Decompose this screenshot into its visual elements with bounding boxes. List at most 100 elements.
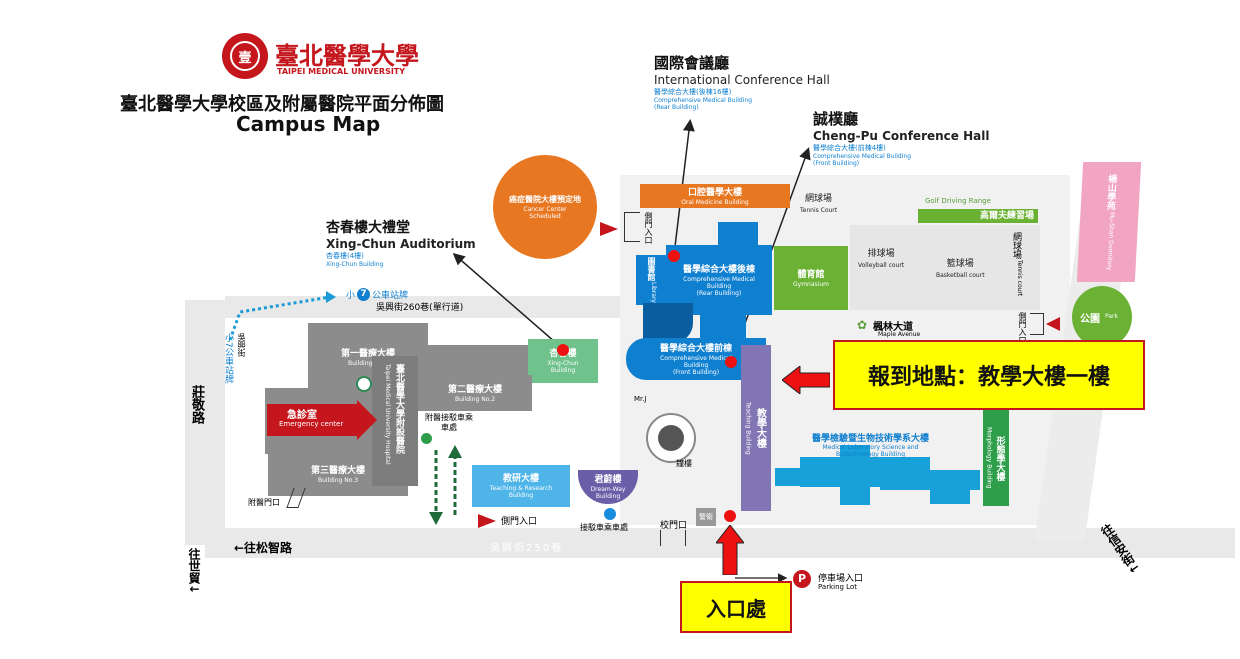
building-no2-zh: 第二醫療大樓 bbox=[447, 384, 502, 395]
hospital-name-en: Taipei Medical University Hospital bbox=[384, 364, 391, 465]
rear-building-en3: (Rear Building) bbox=[696, 289, 742, 297]
side-gate-right-label: 側門入口 bbox=[1018, 312, 1027, 344]
wuxing-250-label: 吳興街250巷 bbox=[490, 543, 564, 554]
xingchun-auditorium-sub-zh: 杏春樓(4樓) bbox=[326, 252, 364, 260]
biotech-building-wing3 bbox=[930, 488, 970, 504]
shuttle-route-arrow-down-icon bbox=[429, 512, 443, 525]
road-top-left bbox=[225, 296, 625, 318]
emergency-center: 急診室 Emergency center bbox=[267, 400, 397, 440]
courts-area bbox=[850, 225, 1040, 310]
bus-stop-left-label: 小7公車站牌 bbox=[223, 333, 233, 384]
international-hall-en: International Conference Hall bbox=[654, 73, 830, 87]
report-location-text: 報到地點：教學大樓一樓 bbox=[867, 364, 1110, 390]
biotech-en2: Biotechnology Building bbox=[835, 451, 906, 458]
bus-7-badge-icon: 7 bbox=[357, 288, 371, 301]
bottom-side-gate-label: 側門入口 bbox=[501, 517, 538, 527]
morphology-zh: 形態學大樓 bbox=[994, 435, 1005, 481]
school-gate-icon bbox=[660, 530, 686, 546]
volleyball-court-label: 排球場 Volleyball court bbox=[858, 248, 904, 272]
seven-eleven-icon: 小 bbox=[346, 291, 356, 301]
guard-booth: 警衛 bbox=[696, 508, 716, 526]
dormitory-en: Mu-Shan Dormitory bbox=[1105, 211, 1116, 271]
tennis-court-right-label: 網球場 Tennis court bbox=[1010, 232, 1023, 296]
bus-stop-top-label: 公車站牌 bbox=[372, 291, 409, 301]
emergency-zh: 急診室 bbox=[287, 410, 317, 421]
teaching-building: 教學大樓 Teaching Building bbox=[741, 345, 771, 511]
golf-driving-range: 高爾夫練習場 bbox=[918, 209, 1038, 223]
volleyball-zh: 排球場 bbox=[867, 249, 895, 259]
bus-route-arrow-icon bbox=[326, 291, 336, 303]
building-no1-en: Building No.1 bbox=[347, 359, 389, 367]
dreamway-en1: Dream-Way bbox=[590, 486, 626, 493]
basketball-court-label: 籃球場 Basketball court bbox=[936, 258, 985, 282]
park-en: Park bbox=[1105, 313, 1118, 320]
library-building: 圖書館 Library bbox=[636, 255, 666, 305]
parking-icon: P bbox=[793, 570, 811, 588]
bus-stop-top: 小 7 公車站牌 bbox=[346, 288, 408, 301]
biotech-label: 醫學檢驗暨生物技術學系大樓 Medical Laboratory Science… bbox=[812, 431, 929, 458]
teaching-research-building: 教研大樓 Teaching & Research Building bbox=[472, 465, 570, 507]
gym-en: Gymnasium bbox=[793, 280, 829, 288]
cancer-center-zh: 癌症醫院大樓預定地 bbox=[509, 195, 581, 204]
tennis-court-zh: 網球場 bbox=[805, 194, 833, 204]
dreamway-en2: Building bbox=[595, 493, 621, 500]
cancer-center-en1: Cancer Center bbox=[523, 206, 567, 213]
international-hall-sub-en1: Comprehensive Medical Building bbox=[654, 97, 753, 104]
maple-leaf-icon: ✿ bbox=[857, 318, 868, 332]
emergency-en: Emergency center bbox=[279, 420, 344, 428]
oral-medicine-en: Oral Medicine Building bbox=[681, 198, 749, 206]
building-no2: 第二醫療大樓 Building No.2 bbox=[418, 375, 532, 411]
teaching-building-en: Teaching Building bbox=[744, 401, 752, 455]
library-zh: 圖書館 bbox=[647, 257, 656, 281]
bottom-side-gate-arrow-icon bbox=[478, 514, 496, 528]
chengpu-hall-sub-en2: (Front Building) bbox=[813, 160, 860, 167]
biotech-zh: 醫學檢驗暨生物技術學系大樓 bbox=[812, 434, 930, 444]
oral-medicine-zh: 口腔醫學大樓 bbox=[687, 187, 742, 198]
page-title-en: Campus Map bbox=[236, 112, 381, 136]
teaching-research-en2: Building bbox=[508, 492, 534, 499]
songzhi-road-label: ←往松智路 bbox=[234, 541, 293, 555]
cancer-center-en2: Scheduled bbox=[529, 213, 561, 220]
tennis2-zh: 網球場 bbox=[1011, 232, 1021, 259]
basketball-zh: 籃球場 bbox=[946, 259, 974, 269]
maple-avenue-en: Maple Avenue bbox=[878, 331, 921, 338]
volleyball-en: Volleyball court bbox=[858, 262, 905, 269]
building-no3-en: Building No.3 bbox=[317, 476, 359, 484]
chengpu-hall-sub-en1: Comprehensive Medical Building bbox=[813, 153, 912, 160]
teaching-research-zh: 教研大樓 bbox=[502, 474, 539, 484]
park-area bbox=[1072, 286, 1132, 348]
front-building-en3: (Front Building) bbox=[672, 368, 720, 376]
report-location-callout: 報到地點：教學大樓一樓 bbox=[833, 340, 1145, 410]
building-no2-en: Building No.2 bbox=[454, 395, 496, 403]
dormitory-zh: 楊山學苑 bbox=[1104, 173, 1117, 210]
rear-building-wing bbox=[718, 222, 758, 250]
chengpu-hall-marker-icon bbox=[725, 356, 737, 368]
teaching-building-zh: 教學大樓 bbox=[754, 408, 766, 448]
bell-tower-label: 鐘樓 bbox=[676, 459, 692, 468]
logo-subtitle: TAIPEI MEDICAL UNIVERSITY bbox=[277, 67, 406, 76]
hospital-wing: 臺北醫學大學附設醫院 Taipei Medical University Hos… bbox=[372, 356, 418, 486]
shuttle-route-arrow-up-icon bbox=[448, 445, 462, 458]
international-hall-sub-zh: 醫學綜合大樓(後棟16樓) bbox=[654, 88, 732, 96]
bus-route-dotted bbox=[228, 295, 331, 341]
side-gate-top-arrow-icon bbox=[600, 222, 618, 236]
maple-avenue-zh: 楓林大道 bbox=[873, 322, 913, 333]
gymnasium-building: 體育館 Gymnasium bbox=[774, 246, 848, 310]
international-hall-marker-icon bbox=[668, 250, 680, 262]
entrance-arrow-icon bbox=[714, 524, 746, 579]
front-building-zh: 醫學綜合大樓前棟 bbox=[659, 343, 732, 354]
xingchun-building-en2: Building bbox=[550, 367, 576, 374]
rear-building-zh: 醫學綜合大樓後棟 bbox=[682, 264, 755, 275]
entrance-text: 入口處 bbox=[706, 596, 766, 621]
wuxing-left-label: 吳興街 bbox=[237, 333, 246, 357]
chengpu-hall-en: Cheng-Pu Conference Hall bbox=[813, 129, 990, 143]
international-hall-label: 國際會議廳 International Conference Hall 醫學綜合… bbox=[654, 52, 830, 111]
school-gate-label: 校門口 bbox=[660, 521, 688, 531]
rear-building-en2: Building bbox=[706, 282, 732, 290]
xingchun-auditorium-label: 杏春樓大禮堂 Xing-Chun Auditorium 杏春樓(4樓) Xing… bbox=[326, 217, 476, 268]
parking-en: Parking Lot bbox=[818, 583, 857, 591]
xingchun-auditorium-zh: 杏春樓大禮堂 bbox=[326, 220, 410, 236]
chengpu-hall-sub-zh: 醫學綜合大樓(前棟4樓) bbox=[813, 144, 886, 152]
xingchun-auditorium-en: Xing-Chun Auditorium bbox=[326, 237, 476, 251]
zhuangjing-road-label: 莊敬路 bbox=[189, 385, 204, 424]
